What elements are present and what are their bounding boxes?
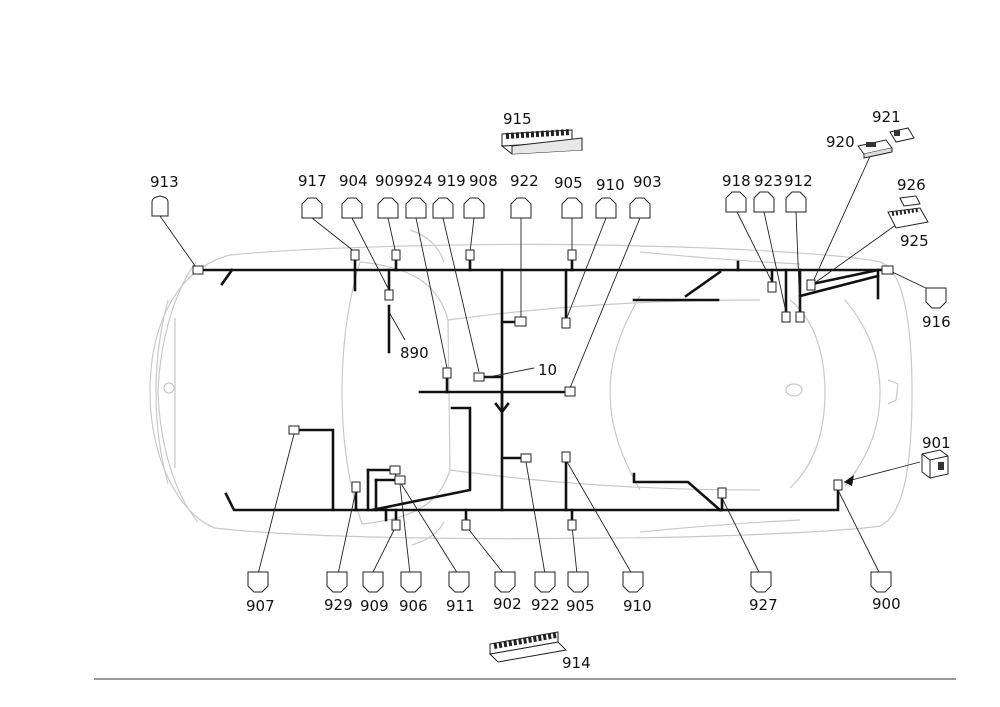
label-929: 929 [324, 596, 353, 614]
label-908: 908 [469, 172, 498, 190]
module-920 [857, 139, 893, 159]
label-920: 920 [826, 133, 855, 151]
label-921: 921 [872, 108, 901, 126]
top-connectors [151, 191, 807, 219]
label-10: 10 [538, 361, 557, 379]
label-911: 911 [446, 597, 475, 615]
label-909-top: 909 [375, 172, 404, 190]
label-890: 890 [400, 344, 429, 362]
label-927: 927 [749, 596, 778, 614]
label-906: 906 [399, 597, 428, 615]
relay-901 [921, 449, 949, 479]
module-921 [889, 127, 915, 143]
label-902: 902 [493, 595, 522, 613]
label-900: 900 [872, 595, 901, 613]
label-912: 912 [784, 172, 813, 190]
label-922-bottom: 922 [531, 596, 560, 614]
label-903: 903 [633, 173, 662, 191]
label-918: 918 [722, 172, 751, 190]
label-913: 913 [150, 173, 179, 191]
label-919: 919 [437, 172, 466, 190]
labels: 913 917 904 909 924 919 908 922 905 910 … [150, 108, 951, 672]
label-923: 923 [754, 172, 783, 190]
label-904: 904 [339, 172, 368, 190]
harness [196, 256, 887, 526]
car-outline [149, 229, 913, 546]
label-905-bottom: 905 [566, 597, 595, 615]
fuse-block-915 [500, 129, 584, 155]
label-925: 925 [900, 232, 929, 250]
label-901: 901 [922, 434, 951, 452]
label-916: 916 [922, 313, 951, 331]
label-910-bottom: 910 [623, 597, 652, 615]
fuse-block-914 [488, 631, 568, 663]
bottom-connectors [247, 287, 947, 593]
harness-nodes [192, 249, 894, 531]
label-922-top: 922 [510, 172, 539, 190]
label-914: 914 [562, 654, 591, 672]
leader-lines [159, 151, 931, 575]
label-909-bottom: 909 [360, 597, 389, 615]
label-926: 926 [897, 176, 926, 194]
label-905-top: 905 [554, 174, 583, 192]
label-915: 915 [503, 110, 532, 128]
module-926-925 [887, 195, 929, 229]
label-907: 907 [246, 597, 275, 615]
label-917: 917 [298, 172, 327, 190]
label-924: 924 [404, 172, 433, 190]
label-910-top: 910 [596, 176, 625, 194]
